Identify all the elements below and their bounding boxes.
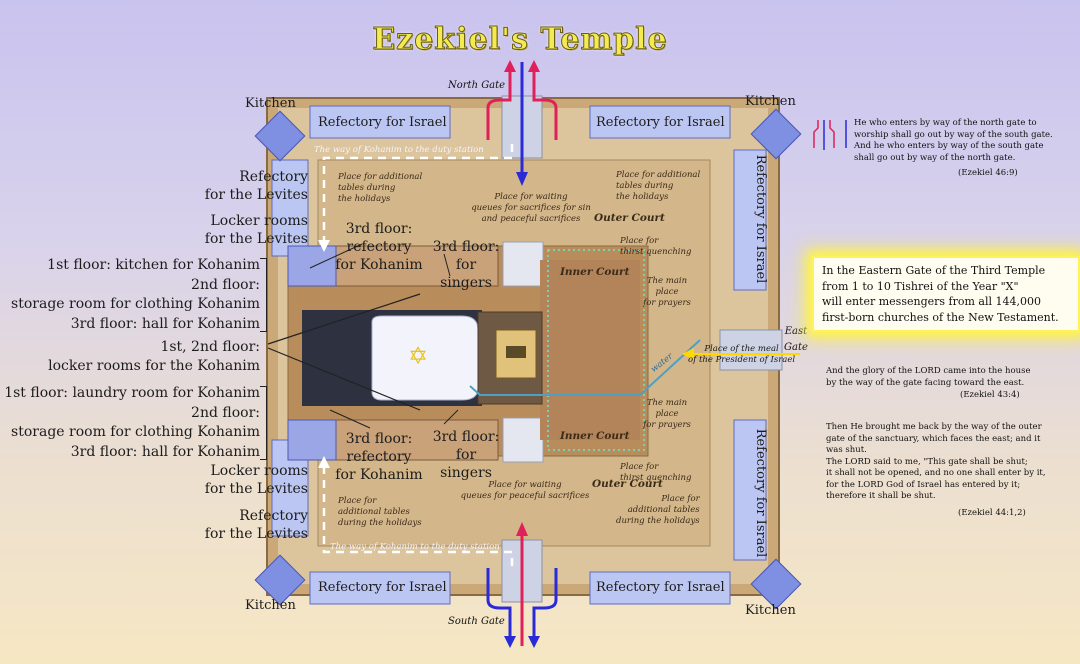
thirst-top-label: Place for thirst quenching	[620, 236, 692, 257]
gate-flow-legend-icon	[813, 120, 847, 150]
refectory-block-top-left	[309, 105, 451, 139]
third-floor-refectory-bottom: 3rd floor: refectory for Kohanim	[335, 431, 423, 483]
east-gate-building	[719, 329, 783, 371]
kitchen-label-se: Kitchen	[745, 603, 796, 618]
third-floor-refectory-top: 3rd floor: refectory for Kohanim	[335, 221, 423, 273]
refectory-israel-bottom-left: Refectory for Israel	[318, 580, 447, 595]
verse-43-text: And the glory of the LORD came into the …	[826, 366, 1031, 388]
north-exit-arrow-right	[532, 66, 558, 140]
kohanim-path-bottom	[322, 464, 514, 566]
third-floor-singers-bottom: 3rd floor: for singers	[432, 429, 500, 481]
prayers-top-label: The main place for prayers	[643, 276, 691, 308]
refectory-levites-bottom: Refectory for the Levites	[204, 508, 308, 542]
middle-chambers-label: 1st, 2nd floor: locker rooms for the Koh…	[48, 339, 260, 374]
south-chambers-label: 1st floor: laundry room for Kohanim 2nd …	[4, 385, 260, 460]
refectory-israel-right-bottom: Refectory for Israel	[753, 428, 768, 558]
locker-levites-top: Locker rooms for the Levites	[204, 213, 308, 247]
locker-levites-bottom: Locker rooms for the Levites	[204, 463, 308, 497]
meal-president-label: Place of the meal of the President of Is…	[688, 344, 796, 365]
page-title: Ezekiel's Temple	[372, 22, 668, 58]
tables-ne-label: Place for additional tables during the h…	[616, 170, 701, 202]
refectory-levites-top: Refectory for the Levites	[204, 169, 308, 203]
way-kohanim-bottom-label: The way of Kohanim to the duty station	[330, 542, 500, 552]
water-channel	[469, 339, 701, 396]
inner-gate-south	[502, 417, 544, 463]
verse-46-text: He who enters by way of the north gate t…	[854, 118, 1053, 163]
inner-gate-north	[502, 241, 544, 287]
verse-44-text: Then He brought me back by the way of th…	[826, 422, 1046, 501]
refectory-israel-top-left: Refectory for Israel	[318, 115, 447, 130]
refectory-israel-right-top: Refectory for Israel	[753, 154, 768, 284]
refectory-israel-top-right: Refectory for Israel	[596, 115, 725, 130]
kohanim-path-top	[322, 144, 514, 244]
inner-court-top-label: Inner Court	[560, 266, 630, 278]
eastern-gate-callout: In the Eastern Gate of the Third Temple …	[812, 256, 1080, 332]
kitchen-label-ne: Kitchen	[745, 94, 796, 109]
verse-46-ref: (Ezekiel 46:9)	[958, 168, 1018, 178]
thirst-bottom-label: Place for thirst quenching	[620, 462, 692, 483]
tables-se-label: Place for additional tables during the h…	[616, 494, 700, 526]
south-gate-label: South Gate	[448, 616, 505, 627]
refectory-block-bottom-left	[309, 571, 451, 605]
south-exit-arrow-right	[532, 568, 558, 642]
outer-court-top-label: Outer Court	[594, 212, 665, 224]
tables-nw-label: Place for additional tables during the h…	[338, 172, 423, 204]
queues-top-label: Place for waiting queues for sacrifices …	[471, 192, 591, 224]
prayers-bottom-label: The main place for prayers	[643, 398, 691, 430]
south-exit-arrow-left	[486, 568, 512, 642]
refectory-block-right-top	[733, 149, 767, 291]
east-gate-label: East Gate	[784, 326, 808, 353]
refectory-block-bottom-right	[589, 571, 731, 605]
north-gate-label: North Gate	[448, 80, 506, 91]
third-floor-singers-top: 3rd floor: for singers	[432, 239, 500, 291]
refectory-block-right-bottom	[733, 419, 767, 561]
refectory-israel-bottom-right: Refectory for Israel	[596, 580, 725, 595]
verse-43-ref: (Ezekiel 43:4)	[960, 390, 1020, 400]
inner-court-bottom-label: Inner Court	[560, 430, 630, 442]
north-exit-arrow-left	[486, 66, 512, 140]
verse-44-ref: (Ezekiel 44:1,2)	[958, 508, 1026, 518]
north-chambers-label: 1st floor: kitchen for Kohanim 2nd floor…	[11, 257, 260, 332]
queues-bottom-label: Place for waiting queues for peaceful sa…	[460, 480, 590, 501]
inner-court-floor	[540, 260, 640, 440]
kitchen-label-nw: Kitchen	[245, 96, 296, 111]
refectory-block-top-right	[589, 105, 731, 139]
south-chambers-bracket	[260, 386, 267, 460]
outer-court-bottom-label: Outer Court	[592, 478, 663, 490]
kitchen-label-sw: Kitchen	[245, 598, 296, 613]
star-of-david-icon: ✡	[408, 342, 429, 370]
north-chambers-bracket	[260, 258, 267, 332]
tables-sw-label: Place for additional tables during the h…	[338, 496, 422, 528]
way-kohanim-top-label: The way of Kohanim to the duty station	[314, 145, 484, 155]
